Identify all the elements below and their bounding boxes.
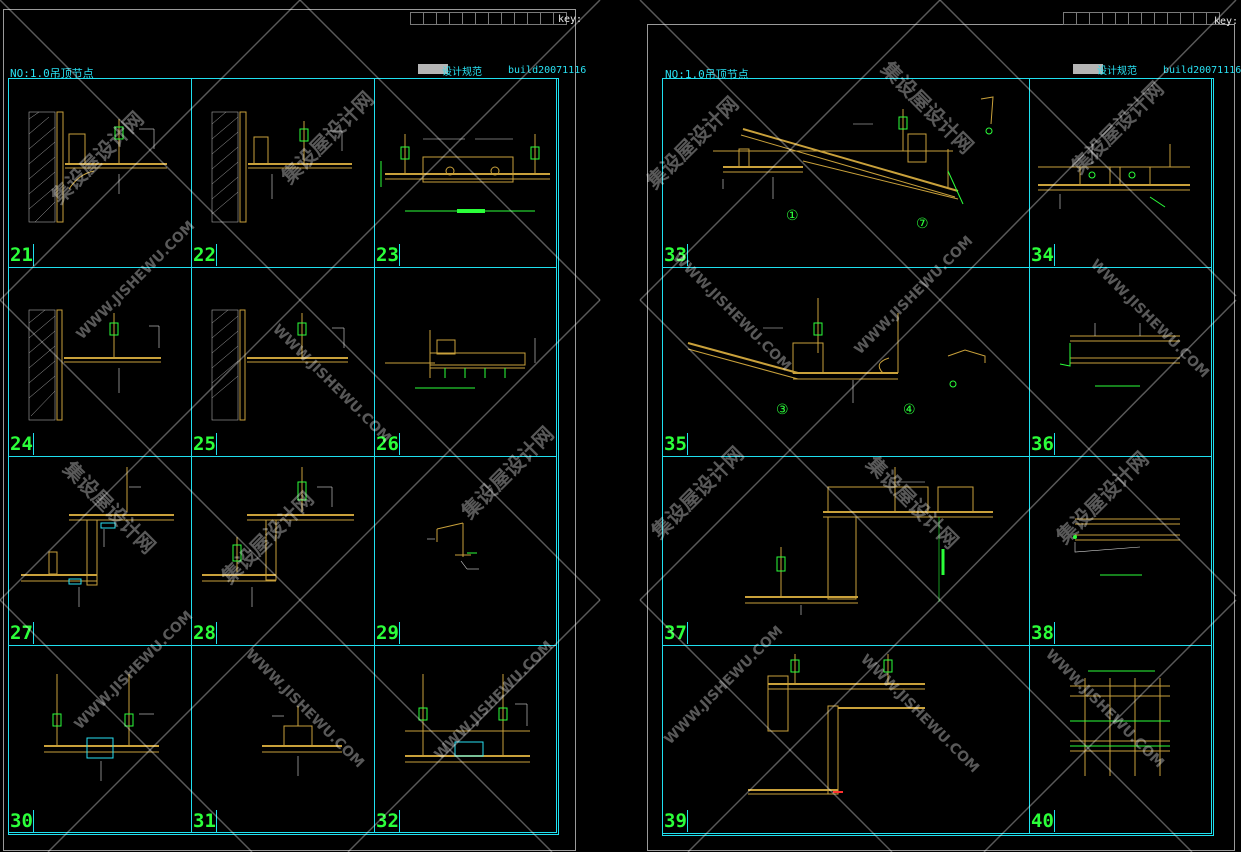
key-grid-left xyxy=(410,12,567,25)
callout-3: ③ xyxy=(776,402,789,418)
sloped-ceiling-section: ① ⑦ xyxy=(713,96,994,232)
corner-trim-section xyxy=(427,522,479,570)
detail-cell: ③ ④ xyxy=(662,267,1030,457)
detail-cell xyxy=(1029,645,1212,834)
ceiling-joint-section xyxy=(1073,518,1180,576)
detail-number: 24 xyxy=(10,433,34,455)
detail-number: 28 xyxy=(193,622,217,644)
detail-cell xyxy=(8,645,192,833)
detail-cell xyxy=(8,267,192,457)
ceiling-drop-section xyxy=(748,654,925,795)
detail-number: 40 xyxy=(1031,810,1055,832)
detail-cell xyxy=(1029,456,1212,646)
detail-number: 39 xyxy=(664,810,688,832)
detail-cell xyxy=(1029,78,1212,268)
sheet-title-right: NO:1.0吊顶节点 xyxy=(665,68,749,81)
ceiling-drop-section xyxy=(745,467,993,615)
detail-cell xyxy=(191,456,375,646)
detail-cell xyxy=(374,267,557,457)
header-mid-left: 设计规范 xyxy=(442,67,482,78)
build-label-right: build20071116 xyxy=(1163,65,1241,76)
detail-cell xyxy=(191,645,375,833)
sloped-ceiling-section: ③ ④ xyxy=(687,298,986,418)
build-label-left: build20071116 xyxy=(508,65,587,76)
ceiling-trough-section xyxy=(380,134,550,213)
detail-number: 36 xyxy=(1031,433,1055,455)
detail-number: 23 xyxy=(376,244,400,266)
detail-number: 29 xyxy=(376,622,400,644)
detail-cell xyxy=(8,456,192,646)
detail-cell xyxy=(8,78,192,268)
key-label-left: key: xyxy=(558,14,583,25)
header-mid-right: 设计规范 xyxy=(1097,66,1137,77)
detail-number: 37 xyxy=(664,622,688,644)
detail-number: 26 xyxy=(376,433,400,455)
detail-number: 34 xyxy=(1031,244,1055,266)
ceiling-slot-section xyxy=(405,674,530,763)
ceiling-drop-section xyxy=(202,467,354,607)
key-label-right: key: xyxy=(1214,16,1239,27)
detail-number: 31 xyxy=(193,810,217,832)
detail-cell xyxy=(374,645,557,833)
detail-number: 25 xyxy=(193,433,217,455)
detail-cell xyxy=(1029,267,1212,457)
callout-7: ⑦ xyxy=(916,216,929,232)
detail-cell xyxy=(191,267,375,457)
ceiling-grid-plan xyxy=(1070,670,1170,776)
detail-cell xyxy=(374,78,557,268)
sheet-title-left: NO:1.0吊顶节点 xyxy=(10,67,94,80)
drawing-sheet-right xyxy=(647,24,1235,851)
ceiling-wall-section xyxy=(211,111,352,223)
key-grid-right xyxy=(1063,12,1220,25)
ceiling-wall-section xyxy=(211,309,348,421)
detail-number: 35 xyxy=(664,433,688,455)
detail-cell xyxy=(374,456,557,646)
callout-4: ④ xyxy=(903,402,916,418)
logo-right xyxy=(1073,64,1103,74)
logo-left xyxy=(418,64,448,74)
detail-number: 21 xyxy=(10,244,34,266)
detail-number: 22 xyxy=(193,244,217,266)
ceiling-joint-section xyxy=(1059,323,1180,387)
ceiling-slot-section xyxy=(44,674,159,781)
ceiling-light-trough xyxy=(1038,144,1190,209)
detail-cell: ① ⑦ xyxy=(662,78,1030,268)
detail-number: 38 xyxy=(1031,622,1055,644)
detail-number: 33 xyxy=(664,244,688,266)
detail-cell xyxy=(662,456,1030,646)
drawing-sheet-left xyxy=(3,9,576,851)
detail-number: 27 xyxy=(10,622,34,644)
detail-cell xyxy=(191,78,375,268)
detail-number: 30 xyxy=(10,810,34,832)
callout-1: ① xyxy=(786,208,799,224)
detail-number: 32 xyxy=(376,810,400,832)
ceiling-drop-section xyxy=(21,467,174,607)
ceiling-wall-section xyxy=(28,111,167,223)
ceiling-slot-section xyxy=(262,706,342,776)
ceiling-step-section xyxy=(385,330,536,389)
ceiling-wall-section xyxy=(28,309,161,421)
detail-cell xyxy=(662,645,1030,834)
